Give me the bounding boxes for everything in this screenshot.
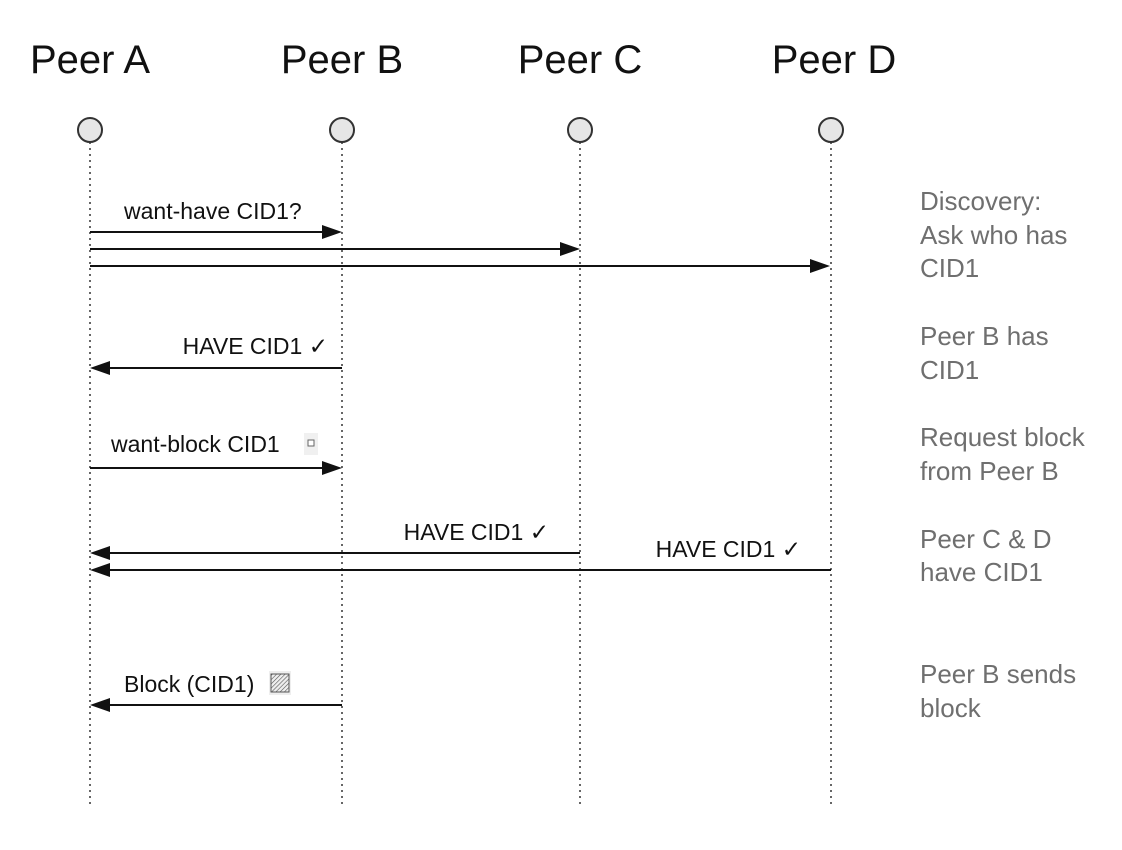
peer-d-node xyxy=(818,117,844,143)
want-have-arrow-to-d xyxy=(90,259,830,273)
small-square-icon xyxy=(304,433,318,455)
note-discovery: Discovery: Ask who has CID1 xyxy=(920,186,1075,283)
peer-a-node xyxy=(77,117,103,143)
want-have-arrow-to-b xyxy=(90,225,342,239)
note-peer-b-sends: Peer B sends block xyxy=(920,659,1083,723)
have-arrow-from-c xyxy=(90,546,580,560)
block-label: Block (CID1) xyxy=(124,671,254,697)
peer-c-node xyxy=(567,117,593,143)
have-arrow-from-b xyxy=(90,361,342,375)
want-block-arrow-to-b xyxy=(90,461,342,475)
peer-c-label: Peer C xyxy=(518,38,643,82)
have-from-d-label: HAVE CID1 ✓ xyxy=(656,536,801,562)
want-block-label: want-block CID1 xyxy=(110,431,280,457)
block-arrow-from-b xyxy=(90,698,342,712)
peer-d-label: Peer D xyxy=(772,38,897,82)
peer-b-node xyxy=(329,117,355,143)
have-arrow-from-d xyxy=(90,563,831,577)
note-request-block: Request block from Peer B xyxy=(920,422,1092,486)
note-peer-b-has: Peer B has CID1 xyxy=(920,321,1056,385)
peer-a-label: Peer A xyxy=(30,38,150,82)
note-peer-cd-have: Peer C & D have CID1 xyxy=(920,524,1059,587)
have-from-b-label: HAVE CID1 ✓ xyxy=(183,333,328,359)
want-have-label: want-have CID1? xyxy=(123,198,302,224)
peer-b-label: Peer B xyxy=(281,38,403,82)
have-from-c-label: HAVE CID1 ✓ xyxy=(404,519,549,545)
hatched-square-icon xyxy=(269,671,291,695)
want-have-arrow-to-c xyxy=(90,242,580,256)
